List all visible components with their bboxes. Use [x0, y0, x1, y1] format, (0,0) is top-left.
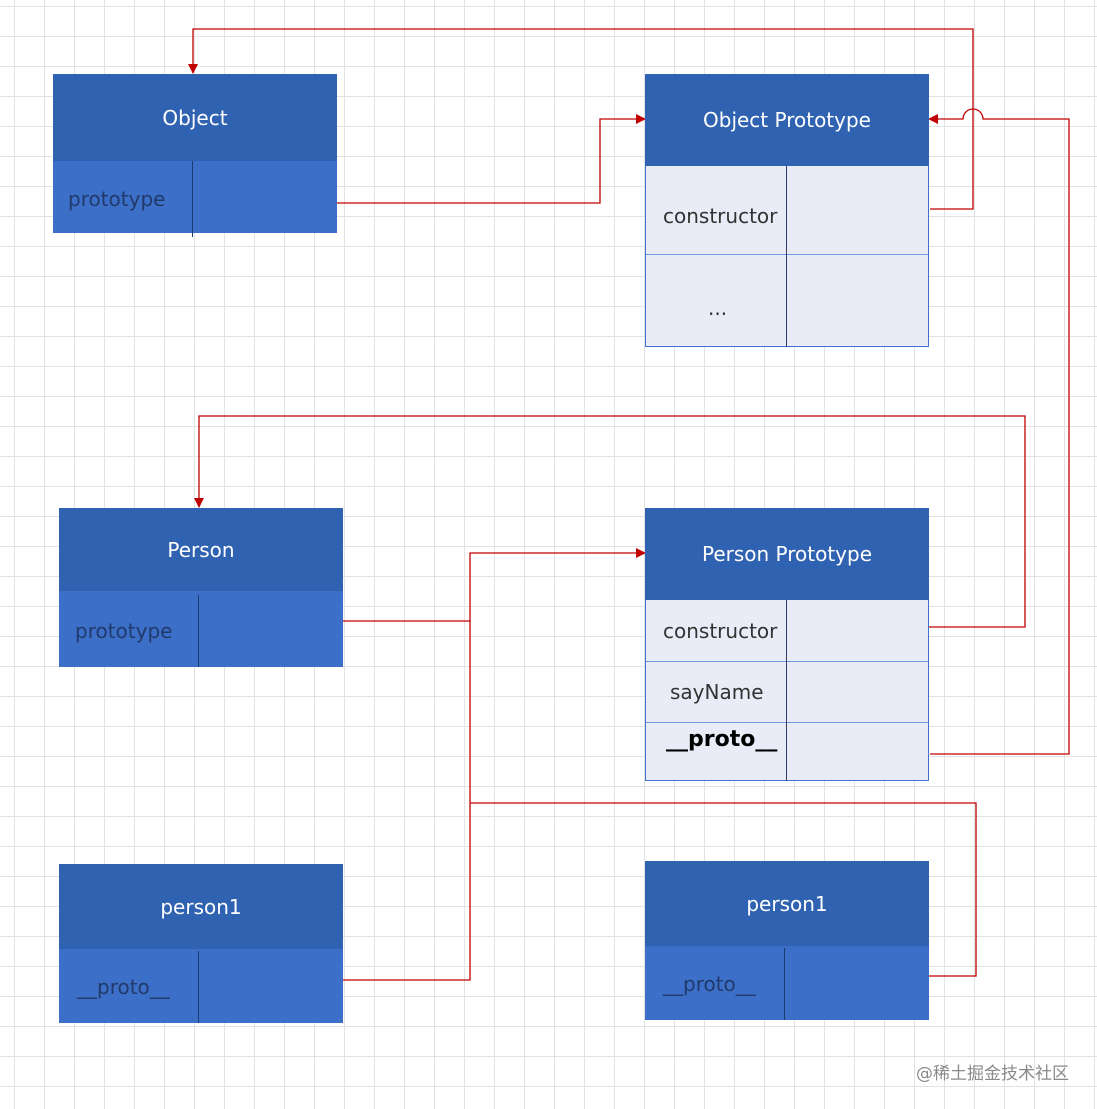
person-prototype-sayname-field: sayName	[670, 680, 764, 704]
person-prototype-row-divider-1	[646, 661, 928, 662]
object-prototype-row-divider	[646, 254, 928, 255]
connector-person-constructor-link	[194, 415, 1026, 628]
person1-right-body: __proto__	[645, 946, 929, 1020]
object-prototype-box: Object Prototype constructor ...	[645, 74, 929, 347]
object-prototype-title: Object Prototype	[703, 108, 871, 132]
person-prototype-box: Person Prototype constructor sayName __p…	[645, 508, 929, 781]
connector-person1-left-proto	[296, 621, 471, 981]
person-prototype-header: Person Prototype	[645, 508, 929, 600]
person-prototype-divider	[786, 600, 787, 781]
object-prototype-constructor-field: constructor	[663, 204, 778, 228]
connector-object-constructor-link	[188, 28, 974, 210]
person-prototype-row-divider-2	[646, 722, 928, 723]
person-header: Person	[59, 508, 343, 591]
connector-person-prototype-link	[287, 548, 646, 622]
person1-left-body: __proto__	[59, 949, 343, 1023]
person-divider	[198, 595, 199, 667]
person1-left-box: person1 __proto__	[59, 864, 343, 1023]
person1-right-box: person1 __proto__	[645, 861, 929, 1020]
person1-right-proto-field: __proto__	[663, 972, 756, 996]
watermark: @稀土掘金技术社区	[916, 1064, 1069, 1084]
object-divider	[192, 161, 193, 237]
person1-right-divider	[784, 948, 785, 1020]
person-title: Person	[167, 537, 235, 562]
object-box: Object prototype	[53, 74, 337, 237]
person1-left-header: person1	[59, 864, 343, 949]
object-header: Object	[53, 74, 337, 161]
object-prototype-ellipsis-field: ...	[708, 296, 728, 320]
person-body: prototype	[59, 591, 343, 667]
object-title: Object	[162, 105, 228, 130]
person-prototype-proto-field: __proto__	[666, 727, 778, 752]
object-prototype-divider	[786, 166, 787, 347]
person-prototype-constructor-field: constructor	[663, 619, 778, 643]
person-box: Person prototype	[59, 508, 343, 667]
person1-left-proto-field: __proto__	[77, 975, 170, 999]
person1-right-title: person1	[746, 891, 828, 916]
person1-left-title: person1	[160, 894, 242, 919]
person1-left-divider	[198, 951, 199, 1023]
person-prototype-body: constructor sayName __proto__	[645, 600, 929, 781]
object-prototype-body: constructor ...	[645, 166, 929, 347]
object-prototype-header: Object Prototype	[645, 74, 929, 166]
connector-object-prototype-link	[337, 114, 646, 204]
person-prototype-field: prototype	[75, 619, 173, 643]
connector-person-proto-link	[928, 108, 1070, 755]
person-prototype-title: Person Prototype	[701, 542, 873, 566]
object-prototype-field: prototype	[68, 187, 166, 211]
person1-right-header: person1	[645, 861, 929, 946]
object-body: prototype	[53, 161, 337, 237]
